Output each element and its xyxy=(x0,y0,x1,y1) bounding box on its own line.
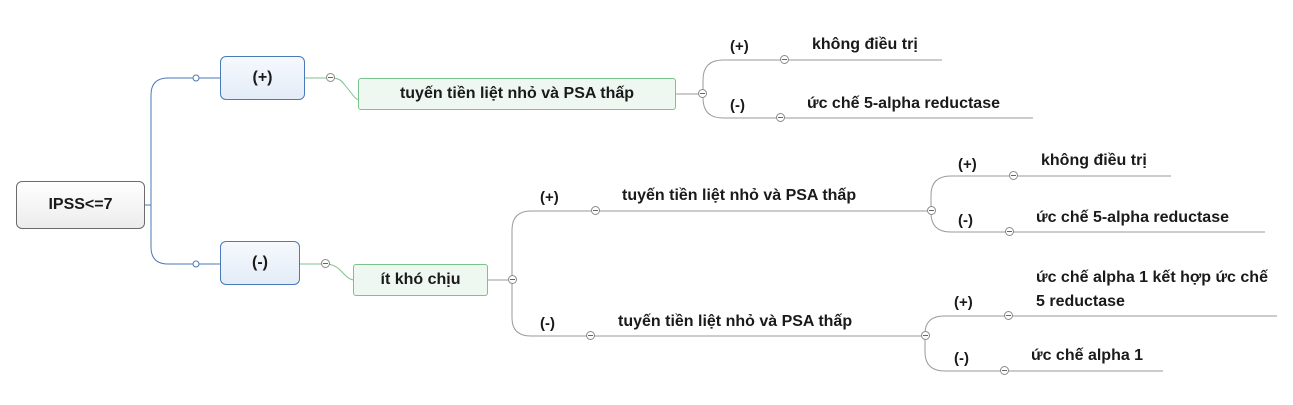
leaf-alpha1-plus-5-reductase[interactable]: ức chế alpha 1 kết hợp ức chế 5 reductas… xyxy=(1036,269,1268,310)
collapse-toggle-icon[interactable] xyxy=(508,275,517,284)
topic-small-prostate-low-psa[interactable]: tuyến tiền liệt nhỏ và PSA thấp xyxy=(618,313,853,330)
leaf-no-treatment[interactable]: không điều trị xyxy=(1041,152,1147,169)
collapse-toggle-icon[interactable] xyxy=(1005,227,1014,236)
root-label: IPSS<=7 xyxy=(48,196,113,213)
collapse-toggle-icon[interactable] xyxy=(921,331,930,340)
edge-sign-minus: (-) xyxy=(730,97,745,114)
collapse-toggle-icon[interactable] xyxy=(1000,366,1009,375)
collapse-toggle-icon[interactable] xyxy=(776,113,785,122)
leaf-5-alpha-reductase[interactable]: ức chế 5-alpha reductase xyxy=(807,95,1000,112)
leaf-5-alpha-reductase[interactable]: ức chế 5-alpha reductase xyxy=(1036,209,1229,226)
edge-sign-plus: (+) xyxy=(954,294,973,311)
topic-small-prostate-low-psa[interactable]: tuyến tiền liệt nhỏ và PSA thấp xyxy=(622,187,857,204)
branch-plus-node[interactable]: (+) xyxy=(220,56,305,100)
topic-label: tuyến tiền liệt nhỏ và PSA thấp xyxy=(399,85,635,102)
topic-label: ít khó chịu xyxy=(380,271,461,288)
edge-sign-minus: (-) xyxy=(958,212,973,229)
edge-sign-minus: (-) xyxy=(954,350,969,367)
topic-mild-symptoms[interactable]: ít khó chịu xyxy=(353,264,488,296)
edge-sign-plus: (+) xyxy=(730,38,749,55)
edge-sign-minus: (-) xyxy=(540,315,555,332)
branch-plus-label: (+) xyxy=(252,69,273,86)
collapse-toggle-icon[interactable] xyxy=(780,55,789,64)
edge-sign-plus: (+) xyxy=(958,156,977,173)
collapse-toggle-icon[interactable] xyxy=(321,259,330,268)
collapse-toggle-icon[interactable] xyxy=(1009,171,1018,180)
leaf-alpha1-blocker[interactable]: ức chế alpha 1 xyxy=(1031,347,1144,364)
topic-small-prostate-low-psa[interactable]: tuyến tiền liệt nhỏ và PSA thấp xyxy=(358,78,676,110)
collapse-toggle-icon[interactable] xyxy=(586,331,595,340)
collapse-toggle-icon[interactable] xyxy=(927,206,936,215)
branch-minus-label: (-) xyxy=(252,254,268,271)
collapse-toggle-icon[interactable] xyxy=(326,73,335,82)
branch-minus-node[interactable]: (-) xyxy=(220,241,300,285)
edge-sign-plus: (+) xyxy=(540,189,559,206)
collapse-toggle-icon[interactable] xyxy=(591,206,600,215)
collapse-toggle-icon[interactable] xyxy=(1004,311,1013,320)
leaf-no-treatment[interactable]: không điều trị xyxy=(812,36,918,53)
root-node[interactable]: IPSS<=7 xyxy=(16,181,145,229)
collapse-toggle-icon[interactable] xyxy=(698,89,707,98)
